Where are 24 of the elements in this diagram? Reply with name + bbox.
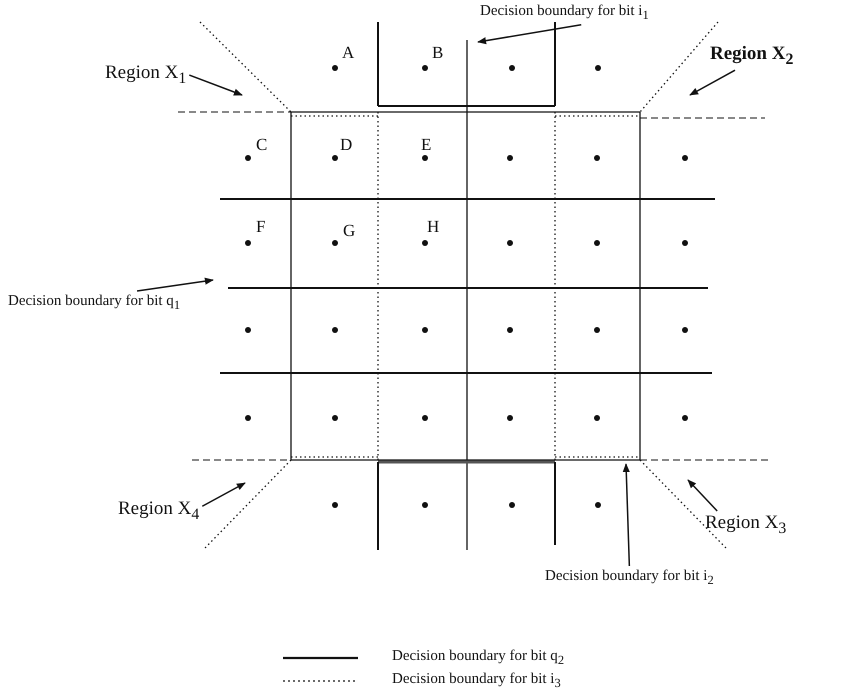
leader-arrow — [622, 463, 630, 566]
leader-arrow — [477, 24, 582, 44]
leader-arrow — [689, 70, 736, 96]
legend-text: Decision boundary for bit q$_{2}$ — [392, 648, 564, 668]
point-label: E — [421, 136, 432, 155]
callout-text: Decision boundary for bit q$_{1}$ — [8, 293, 180, 313]
point-label: D — [340, 136, 352, 155]
leader-arrow — [136, 278, 214, 292]
leader-arrow — [687, 479, 718, 512]
point-label: C — [256, 136, 268, 155]
callout-text: Decision boundary for bit i$_{1}$ — [480, 3, 649, 23]
leader-arrow — [202, 482, 246, 507]
point-label: G — [343, 222, 356, 241]
callout-text: Region X$_{2}$ — [710, 44, 794, 68]
callout-text: Region X$_{4}$ — [118, 499, 200, 524]
point-label: H — [427, 218, 440, 237]
point-label: B — [432, 44, 444, 63]
point-label: A — [342, 44, 354, 63]
leader-arrow — [189, 74, 243, 96]
legend-text: Decision boundary for bit i$_{3}$ — [392, 671, 561, 691]
callout-text: Region X$_{3}$ — [705, 513, 786, 538]
callout-text: Region X$_{1}$ — [105, 63, 186, 88]
point-label: F — [256, 218, 266, 237]
callout-text: Decision boundary for bit i$_{2}$ — [545, 568, 714, 588]
